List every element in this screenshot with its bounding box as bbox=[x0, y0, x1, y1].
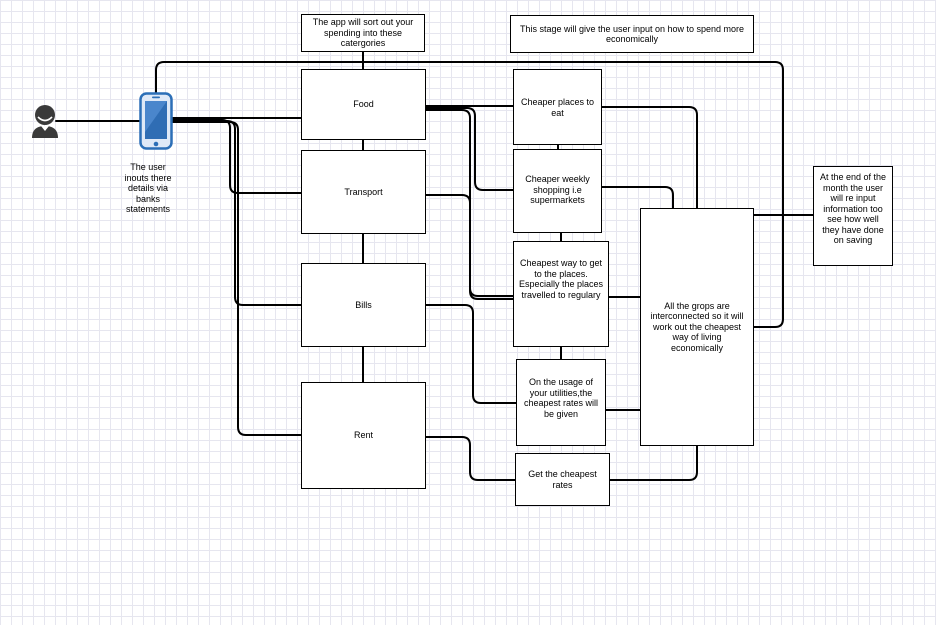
connector-food-shopping bbox=[425, 107, 514, 191]
tip-cheaper-places-to-eat: Cheaper places to eat bbox=[513, 69, 602, 145]
phone-icon bbox=[139, 92, 173, 150]
tip-cheapest-travel: Cheapest way to get to the places. Espec… bbox=[513, 241, 609, 347]
connector-transport-utilities bbox=[425, 194, 514, 297]
hub-interconnected: All the grops are interconnected so it w… bbox=[640, 208, 754, 446]
category-bills: Bills bbox=[301, 263, 426, 347]
tip-utilities-rates: On the usage of your utilities,the cheap… bbox=[516, 359, 606, 446]
end-of-month-note: At the end of the month the user will re… bbox=[813, 166, 893, 266]
category-food: Food bbox=[301, 69, 426, 140]
connector-phone-endnote bbox=[155, 61, 784, 328]
intro-note: The app will sort out your spending into… bbox=[301, 14, 425, 52]
connector-phone-rent bbox=[171, 121, 302, 436]
user-label: The user inouts there details via banks … bbox=[124, 162, 172, 214]
tip-cheapest-rates: Get the cheapest rates bbox=[515, 453, 610, 506]
connector-shopping-hub bbox=[601, 186, 674, 209]
connector-eat-hub bbox=[601, 106, 698, 209]
connector-bills-utilities bbox=[425, 304, 517, 404]
tip-cheaper-weekly-shopping: Cheaper weekly shopping i.e supermarkets bbox=[513, 149, 602, 233]
connector-phone-bills bbox=[171, 120, 302, 306]
category-rent: Rent bbox=[301, 382, 426, 489]
category-transport: Transport bbox=[301, 150, 426, 234]
stage-note: This stage will give the user input on h… bbox=[510, 15, 754, 53]
connector-rates-hub bbox=[609, 445, 698, 481]
connector-phone-transport bbox=[171, 119, 302, 194]
user-avatar-icon bbox=[30, 104, 60, 138]
connector-rent-rates bbox=[425, 436, 516, 481]
